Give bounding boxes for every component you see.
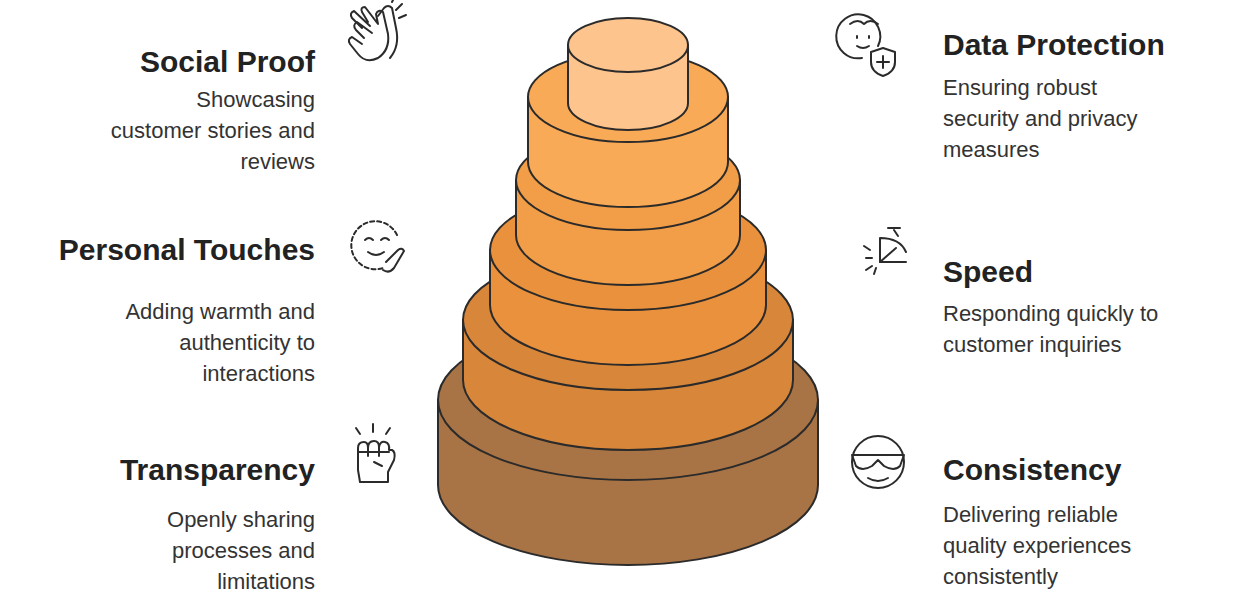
sunglasses-face-icon <box>852 436 904 488</box>
shield-face-icon <box>836 14 895 76</box>
item-heading: Social Proof <box>140 44 315 80</box>
item-description: Adding warmth and authenticity to intera… <box>115 296 315 389</box>
item-description: Showcasing customer stories and reviews <box>106 84 315 177</box>
item-description: Responding quickly to customer inquiries <box>943 298 1203 360</box>
item-heading: Transparency <box>120 452 315 488</box>
stopwatch-icon <box>864 228 906 274</box>
item-description: Delivering reliable quality experiences … <box>943 499 1153 592</box>
item-description: Openly sharing processes and limitations <box>155 504 315 597</box>
item-heading: Personal Touches <box>59 232 315 268</box>
smiling-face-icon <box>351 221 404 271</box>
item-heading: Speed <box>943 254 1033 290</box>
raised-fist-icon <box>356 424 395 482</box>
item-heading: Consistency <box>943 452 1121 488</box>
item-description: Ensuring robust security and privacy mea… <box>943 72 1153 165</box>
clapping-hands-icon <box>349 0 406 60</box>
item-heading: Data Protection <box>943 27 1165 63</box>
cake-tier-top <box>568 18 688 72</box>
tiered-cake <box>438 18 818 565</box>
